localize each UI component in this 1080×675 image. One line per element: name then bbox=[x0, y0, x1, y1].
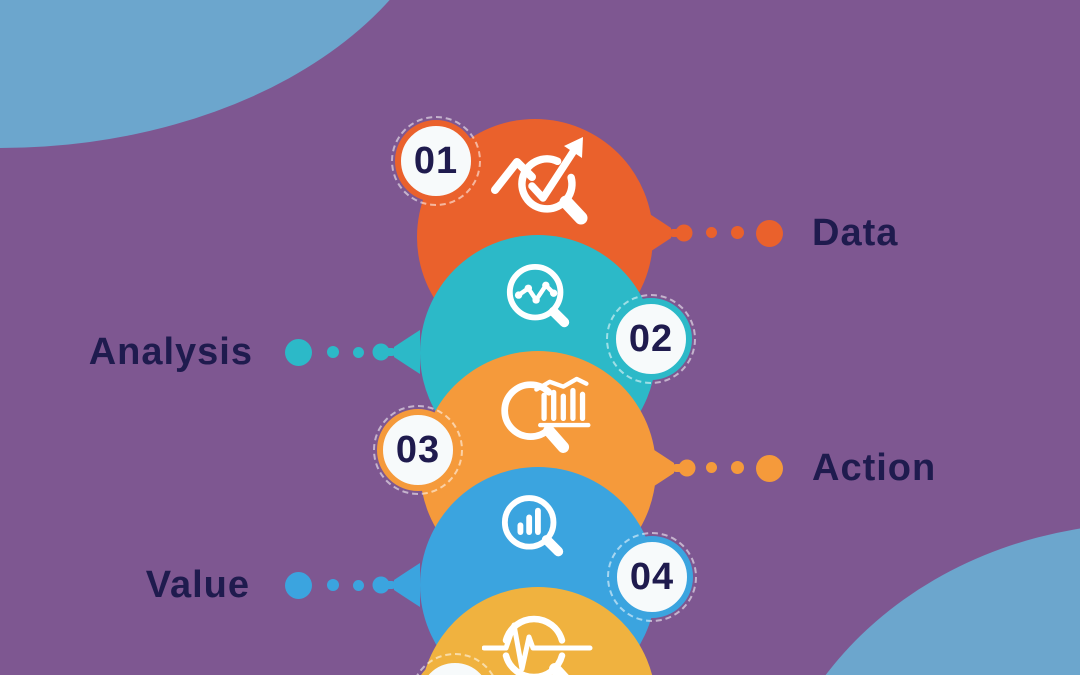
step-3-label: Action bbox=[812, 447, 937, 489]
step-1-number-badge: 01 bbox=[391, 116, 481, 206]
barcode-chart-magnifier-icon bbox=[501, 376, 591, 453]
trend-arrow-magnifier-icon bbox=[491, 137, 588, 225]
step-2-label: Analysis bbox=[88, 331, 253, 373]
step-4-number: 04 bbox=[629, 555, 675, 598]
corner-blob-top-left bbox=[0, 0, 456, 148]
step-1-number: 01 bbox=[413, 139, 459, 182]
step-4-dot-small-2 bbox=[353, 580, 364, 591]
step-1-connector bbox=[645, 211, 693, 255]
step-4-dot-large bbox=[285, 572, 312, 599]
step-1-dot-large bbox=[756, 220, 783, 247]
step-3-number: 03 bbox=[395, 428, 441, 471]
step-4-label: Value bbox=[145, 564, 250, 606]
step-2-number: 02 bbox=[628, 317, 674, 360]
step-3-dot-small-1 bbox=[706, 462, 717, 473]
step-2-dot-small-1 bbox=[327, 346, 339, 358]
step-2-dot-small-2 bbox=[353, 347, 364, 358]
step-1-dot-small-1 bbox=[706, 227, 717, 238]
step-4-dot-small-1 bbox=[327, 579, 339, 591]
bar-chart-magnifier-icon bbox=[501, 495, 564, 557]
step-2-connector bbox=[372, 330, 420, 374]
step-2-number-badge: 02 bbox=[606, 294, 696, 384]
step-1-label: Data bbox=[812, 212, 899, 254]
zigzag-chart-magnifier-icon bbox=[506, 263, 570, 328]
step-4-number-badge: 04 bbox=[607, 532, 697, 622]
step-2-dot-large bbox=[285, 339, 312, 366]
pulse-magnifier-icon bbox=[482, 615, 593, 675]
step-3-number-badge: 03 bbox=[373, 405, 463, 495]
step-4-connector bbox=[372, 563, 420, 607]
corner-blob-bottom-right bbox=[762, 523, 1080, 675]
step-3-dot-small-2 bbox=[731, 461, 744, 474]
step-1-dot-small-2 bbox=[731, 226, 744, 239]
step-3-connector bbox=[648, 446, 696, 490]
step-3-dot-large bbox=[756, 455, 783, 482]
